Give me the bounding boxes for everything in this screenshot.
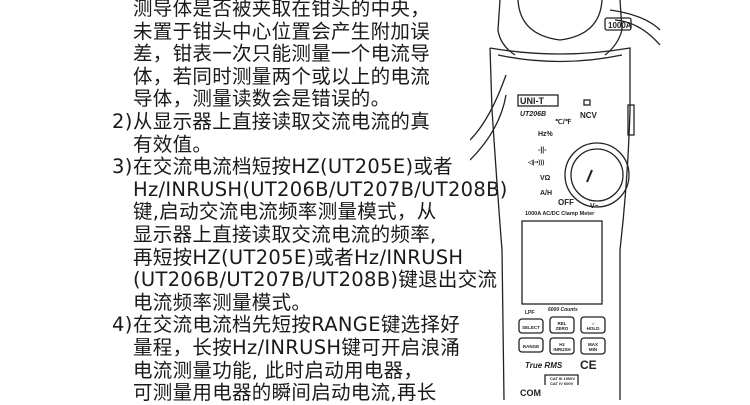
jaw-label: 1000A	[608, 21, 632, 30]
text-line: Hz/INRUSH(UT206B/UT207B/UT208B)	[112, 178, 507, 202]
text-line: 3)在交流电流档短按HZ(UT205E)或者	[112, 155, 482, 179]
text-line: 测导体是否被夹取在钳头的中央，	[112, 0, 482, 21]
text-content: 在交流电流档短按HZ(UT205E)或者	[133, 155, 453, 179]
text-line: 电流频率测量模式。	[112, 290, 482, 315]
dial-off: OFF	[558, 198, 574, 207]
subtitle: 1000A AC/DC Clamp Meter	[525, 211, 595, 217]
text-content: 差，钳表一次只能测量一个电流导	[133, 42, 431, 66]
text-line: 未置于钳头中心位置会产生附加误	[112, 19, 482, 44]
text-content: 键,启动交流电流频率测量模式，从	[133, 200, 437, 224]
cat-rating: CAT IV 600V	[550, 381, 574, 386]
dial-hz: Hz%	[538, 131, 554, 138]
cat-rating: CAT III 1000V	[550, 376, 575, 381]
text-line: 可测量用电器的瞬间启动电流,再长	[112, 381, 482, 405]
text-line: 再短按HZ(UT205E)或者Hz/INRUSH	[112, 245, 482, 270]
ce-mark: CE	[580, 358, 597, 372]
text-content: 显示器上直接读取交流电流的频率,	[133, 222, 437, 246]
brand-logo: UNI-T	[520, 96, 544, 106]
text-line: 有效值。	[112, 132, 482, 157]
com-terminal-label: COM	[520, 388, 541, 398]
text-line: 导体，测量读数会是错误的。	[112, 88, 482, 111]
dial-cap: -||-	[538, 147, 547, 154]
item-number: 2)	[112, 109, 133, 133]
meter-button-label: RANGE	[523, 344, 539, 349]
meter-body	[489, 47, 631, 400]
text-content: 有效值。	[133, 132, 213, 156]
meter-button-label: HOLD	[587, 326, 600, 331]
clamp-jaw-left	[497, 0, 516, 56]
manual-text: 测导体是否被夹取在钳头的中央，未置于钳头中心位置会产生附加误差，钳表一次只能测量…	[112, 0, 507, 405]
text-content: 体，若同时测量两个或以上的电流	[133, 64, 431, 88]
dial-amp: A/H	[540, 190, 552, 197]
text-content: 导体，测量读数会是错误的。	[133, 87, 391, 111]
meter-button-label: INRUSH	[553, 347, 570, 352]
text-content: 电流频率测量模式。	[133, 290, 312, 314]
text-content: 量程，长按Hz/INRUSH键可开启浪涌	[133, 335, 461, 359]
clamp-meter-illustration: 1000A UNI-T UT206B NCV ℃/℉ Hz% -||- ◁|-•…	[470, 0, 661, 400]
meter-button-label: REL	[558, 321, 567, 326]
text-line: 量程，长按Hz/INRUSH键可开启浪涌	[112, 335, 482, 360]
model-label: UT206B	[520, 111, 546, 118]
dial-ncv: NCV	[580, 111, 598, 120]
item-number: 4)	[112, 313, 133, 337]
text-content: 电流测量功能, 此时启动用电器，	[133, 358, 424, 382]
text-content: 再短按HZ(UT205E)或者Hz/INRUSH	[133, 245, 464, 269]
text-line: (UT206B/UT207B/UT208B)键退出交流	[112, 268, 497, 292]
dial-diode: ◁|-•)))	[527, 159, 544, 166]
text-content: (UT206B/UT207B/UT208B)键退出交流	[133, 268, 498, 292]
meter-button-label: MAX	[588, 342, 598, 347]
rotary-dial	[564, 142, 630, 208]
text-line: 2)从显示器上直接读取交流电流的真	[112, 109, 482, 134]
text-content: 未置于钳头中心位置会产生附加误	[133, 19, 431, 43]
item-number: 3)	[112, 155, 133, 179]
meter-button-label: MIN	[589, 347, 597, 352]
meter-button-label: Hz	[559, 342, 565, 347]
lcd-display	[521, 220, 603, 305]
text-content: 测导体是否被夹取在钳头的中央，	[133, 0, 431, 20]
dial-acv: V~	[590, 203, 599, 210]
text-line: 体，若同时测量两个或以上的电流	[112, 64, 482, 89]
meter-button-label: ☼	[591, 321, 595, 326]
text-content: 可测量用电器的瞬间启动电流,再长	[133, 381, 437, 405]
text-line: 差，钳表一次只能测量一个电流导	[112, 42, 482, 66]
lpf-label: LPF	[525, 310, 534, 316]
text-content: 从显示器上直接读取交流电流的真	[133, 109, 431, 133]
text-line: 键,启动交流电流频率测量模式，从	[112, 201, 482, 224]
dial-temp: ℃/℉	[555, 118, 572, 126]
counts-label: 6000 Counts	[548, 307, 578, 313]
true-rms-label: True RMS	[525, 361, 563, 370]
meter-button-label: SELECT	[522, 325, 540, 330]
text-line: 电流测量功能, 此时启动用电器，	[112, 358, 482, 383]
dial-ohm: VΩ	[540, 175, 551, 182]
text-content: Hz/INRUSH(UT206B/UT207B/UT208B)	[133, 177, 508, 201]
meter-button-label: ZERO	[556, 326, 569, 331]
text-content: 在交流电流档先短按RANGE键选择好	[133, 313, 461, 337]
text-line: 显示器上直接读取交流电流的频率,	[112, 222, 482, 247]
text-line: 4)在交流电流档先短按RANGE键选择好	[112, 314, 482, 337]
